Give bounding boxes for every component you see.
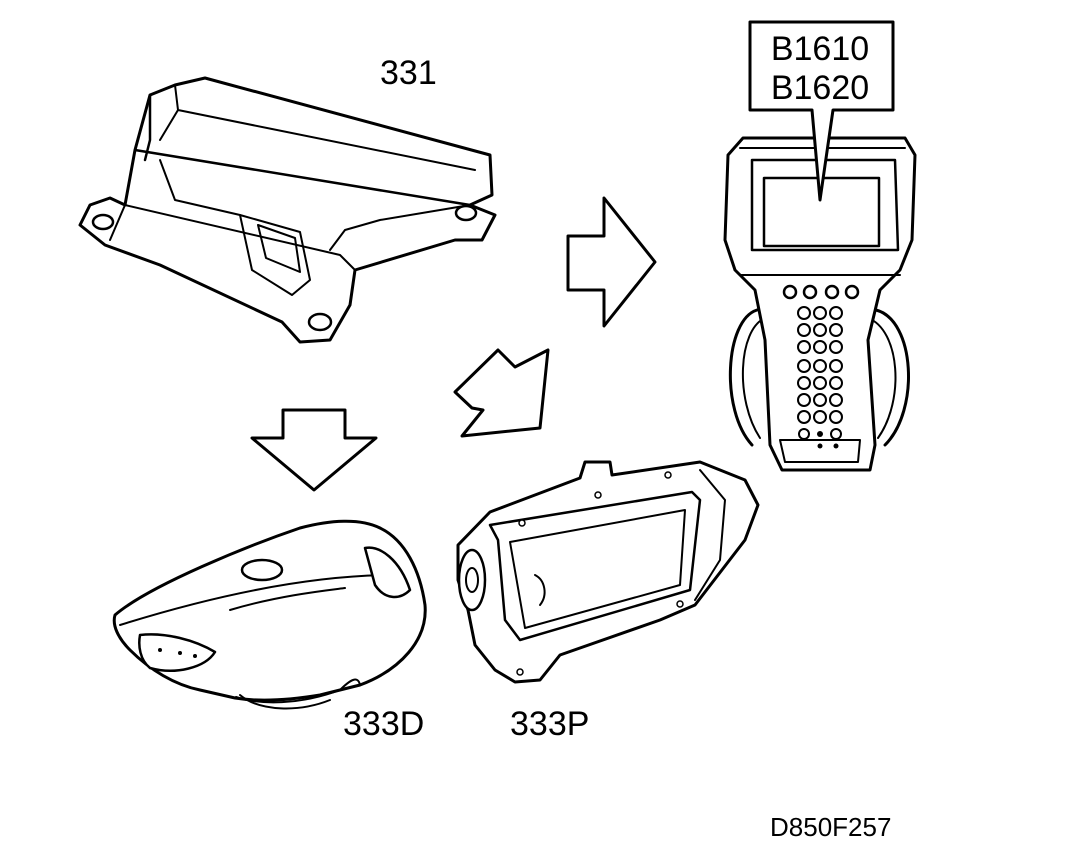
- diagnostic-tool: B1610 B1620: [723, 20, 917, 472]
- keypad: [797, 306, 843, 449]
- arrow-diagonal: [453, 348, 550, 438]
- trouble-code-1: B1610: [771, 30, 869, 68]
- figure-id: D850F257: [770, 812, 891, 842]
- passenger-airbag: 333P: [456, 460, 760, 743]
- driver-airbag-label: 333D: [343, 705, 424, 743]
- arrow-down: [250, 408, 378, 492]
- trouble-code-2: B1620: [771, 69, 869, 107]
- passenger-airbag-label: 333P: [510, 705, 589, 743]
- airbag-control-module: 331: [78, 54, 497, 344]
- driver-airbag: 333D: [112, 519, 427, 743]
- function-buttons: [782, 284, 860, 300]
- trouble-code-callout: B1610 B1620: [748, 20, 895, 202]
- control-module-label: 331: [380, 54, 437, 92]
- arrow-right: [566, 196, 657, 328]
